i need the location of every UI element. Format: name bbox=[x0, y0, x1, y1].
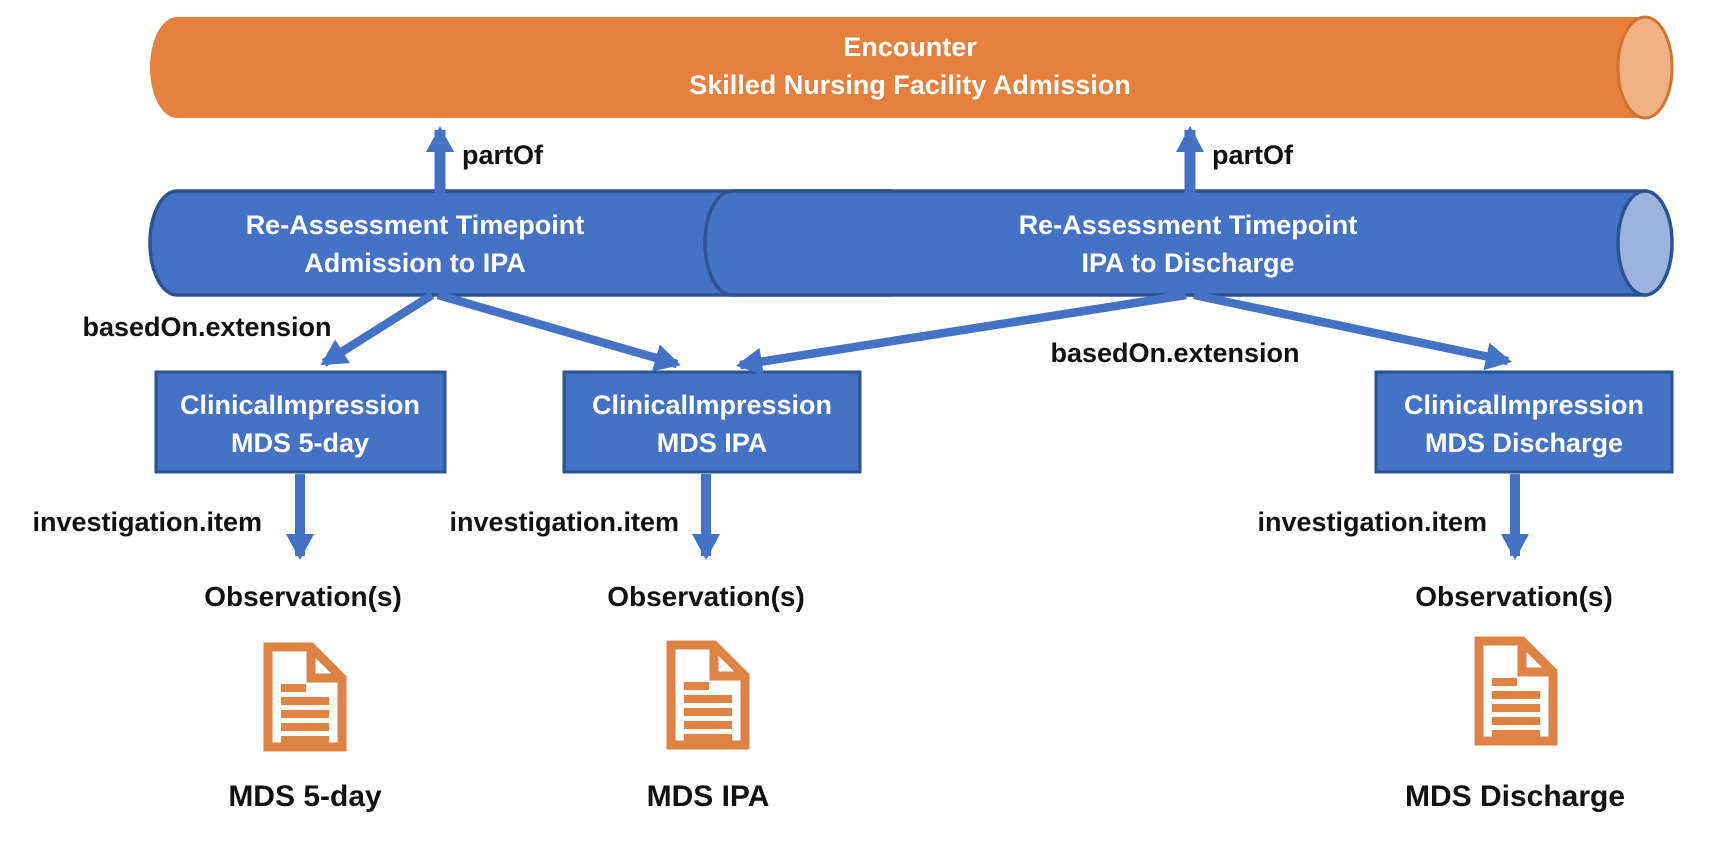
document-icon-textline bbox=[684, 682, 709, 690]
partof-label-2: partOf bbox=[1212, 140, 1294, 170]
clinicalimpression-box-2 bbox=[562, 370, 862, 474]
timepoint-1-cylinder bbox=[148, 189, 892, 297]
document-icon-fold bbox=[709, 645, 745, 681]
document-icon-3 bbox=[1474, 636, 1558, 746]
document-icon-textline bbox=[281, 684, 306, 692]
basedon-arrow-2 bbox=[436, 290, 681, 372]
clinicalimpression-box-2-line2: MDS IPA bbox=[657, 428, 768, 458]
clinicalimpression-box-3-line2: MDS Discharge bbox=[1425, 428, 1623, 458]
document-icon-fold bbox=[306, 647, 342, 683]
investigation-label-1: investigation.item bbox=[32, 507, 262, 537]
timepoint-1-label-line1: Re-Assessment Timepoint bbox=[246, 210, 585, 240]
encounter-title-line2: Skilled Nursing Facility Admission bbox=[689, 70, 1131, 100]
document-icon-textline bbox=[684, 708, 732, 716]
observation-label-3: Observation(s) bbox=[1415, 581, 1613, 612]
investigation-label-3: investigation.item bbox=[1257, 507, 1487, 537]
basedon-arrow-4 bbox=[1193, 290, 1512, 371]
timepoint-1-label-line2: Admission to IPA bbox=[304, 248, 526, 278]
basedon-arrow-3 bbox=[736, 290, 1187, 376]
document-icon-textline bbox=[1492, 730, 1540, 738]
document-label-1: MDS 5-day bbox=[228, 780, 382, 813]
timepoint-2-cylinder bbox=[703, 189, 1647, 297]
document-icon-textline bbox=[684, 734, 732, 742]
document-icon-textline bbox=[281, 697, 329, 705]
document-icon-2 bbox=[666, 640, 750, 750]
basedon-label-1: basedOn.extension bbox=[82, 312, 331, 342]
clinicalimpression-box-3-line1: ClinicalImpression bbox=[1404, 390, 1644, 420]
document-label-2: MDS IPA bbox=[647, 780, 770, 813]
clinicalimpression-box-2-line1: ClinicalImpression bbox=[592, 390, 832, 420]
document-icon-textline bbox=[281, 710, 329, 718]
observation-label-1: Observation(s) bbox=[204, 581, 402, 612]
document-icon-textline bbox=[1492, 691, 1540, 699]
clinicalimpression-box-1-line2: MDS 5-day bbox=[231, 428, 369, 458]
document-icon-textline bbox=[1492, 704, 1540, 712]
encounter-cylinder-cap bbox=[1616, 15, 1674, 120]
clinicalimpression-box-3 bbox=[1374, 370, 1674, 474]
document-icon-textline bbox=[281, 736, 329, 744]
observation-label-2: Observation(s) bbox=[607, 581, 805, 612]
document-icon-textline bbox=[1492, 678, 1517, 686]
encounter-cylinder bbox=[150, 17, 1645, 118]
document-icon-textline bbox=[281, 723, 329, 731]
timepoint-2-cylinder-cap bbox=[1616, 189, 1674, 297]
partof-label-1: partOf bbox=[462, 140, 544, 170]
basedon-arrow-1 bbox=[320, 291, 435, 367]
clinicalimpression-box-1-line1: ClinicalImpression bbox=[180, 390, 420, 420]
timepoint-2-label-line2: IPA to Discharge bbox=[1081, 248, 1294, 278]
document-icon-textline bbox=[684, 695, 732, 703]
document-icon-1 bbox=[263, 642, 347, 752]
document-icon-textline bbox=[1492, 717, 1540, 725]
document-label-3: MDS Discharge bbox=[1405, 780, 1625, 813]
investigation-label-2: investigation.item bbox=[449, 507, 679, 537]
clinicalimpression-box-1 bbox=[154, 370, 447, 474]
document-icon-fold bbox=[1517, 641, 1553, 677]
encounter-title-line1: Encounter bbox=[843, 32, 977, 62]
timepoint-2-label-line1: Re-Assessment Timepoint bbox=[1019, 210, 1358, 240]
document-icon-textline bbox=[684, 721, 732, 729]
basedon-label-2: basedOn.extension bbox=[1050, 338, 1299, 368]
